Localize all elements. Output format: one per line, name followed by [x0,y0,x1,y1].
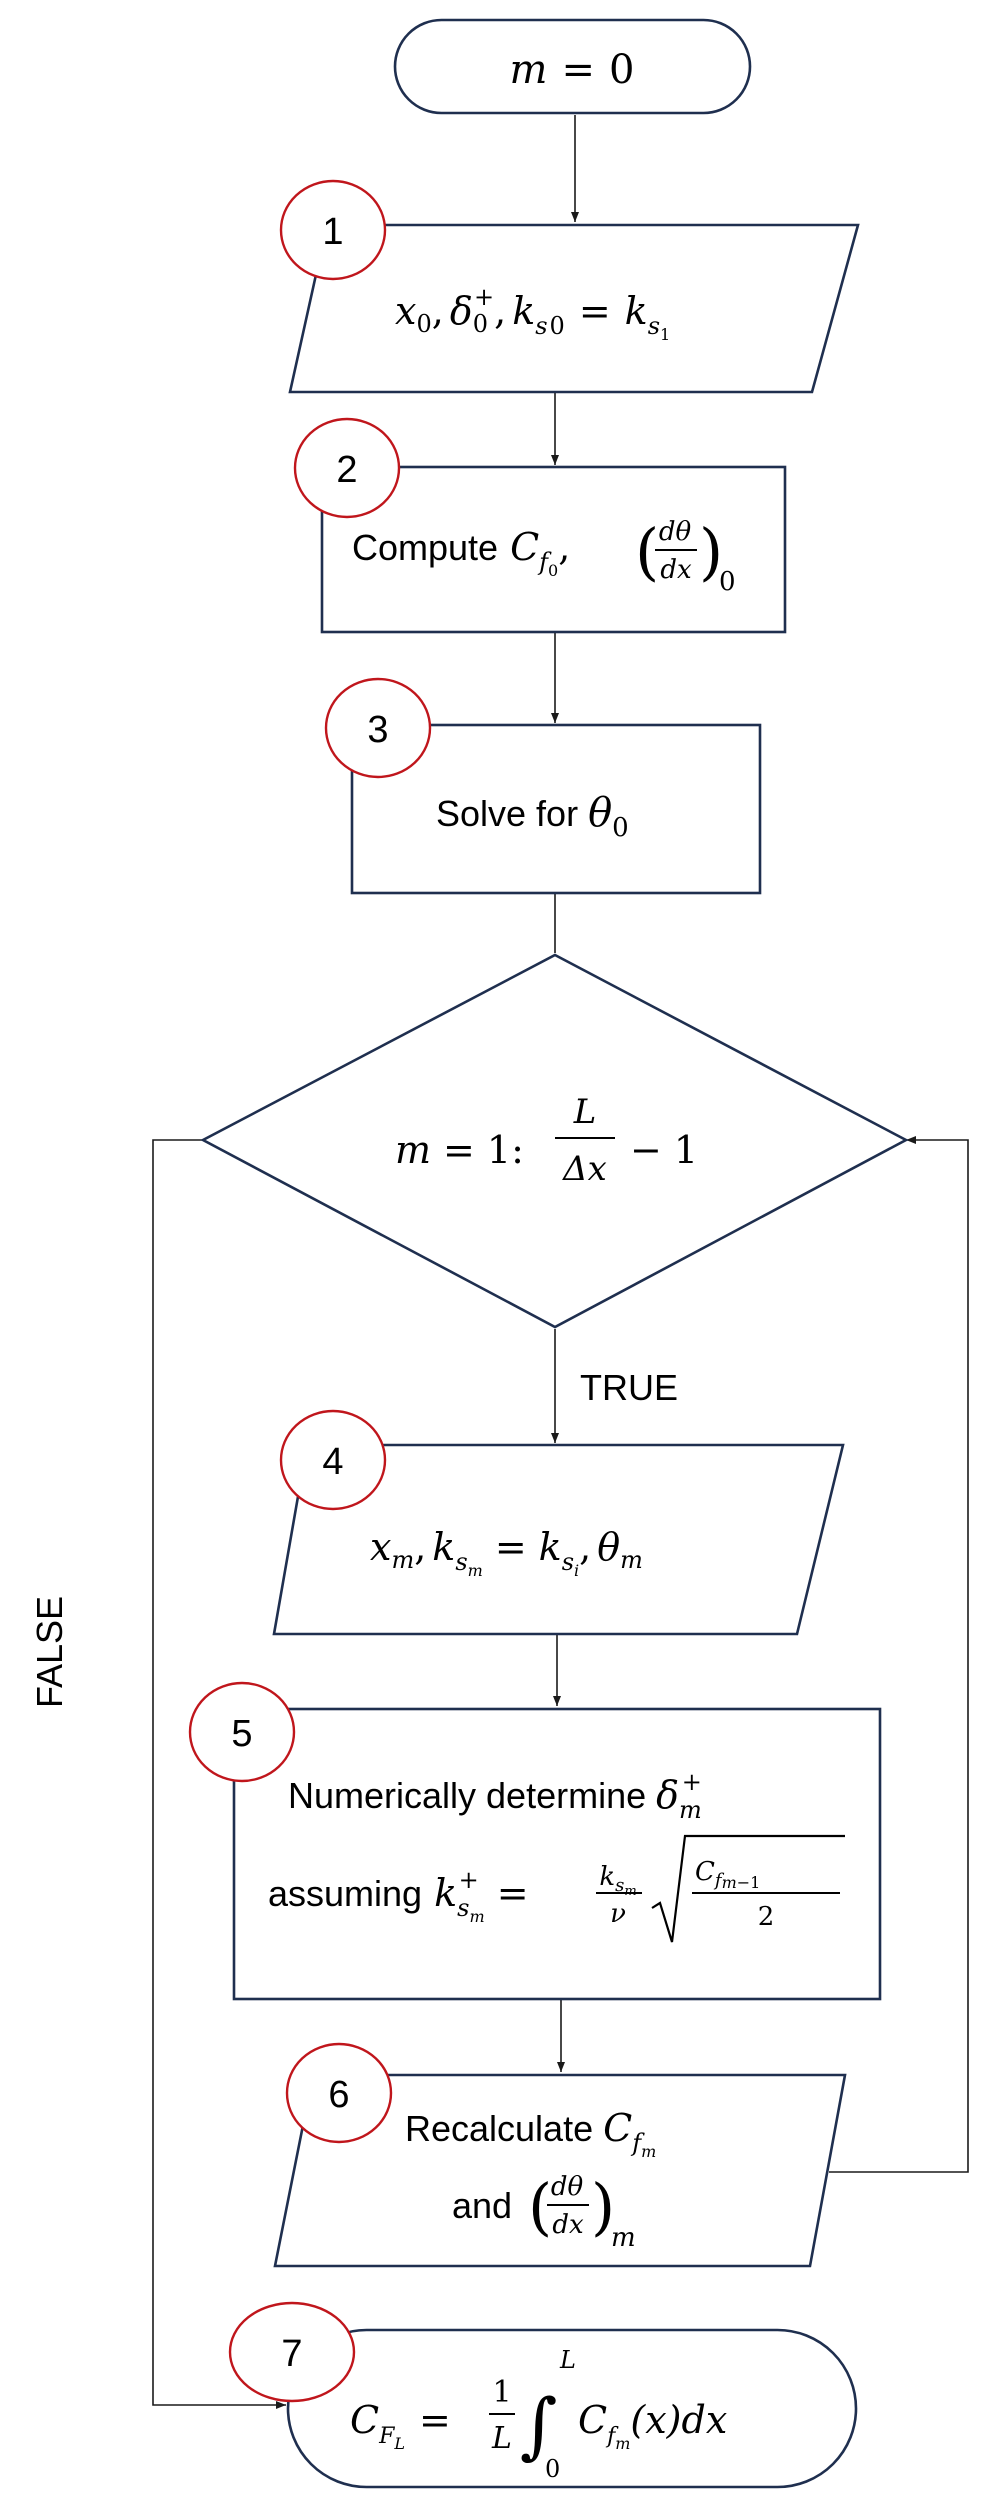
step2-subscript: 0 [719,567,736,597]
step6-dx: dx [552,2210,584,2240]
step5-badge: 5 [188,1681,296,1783]
step7-cf: CFL= [350,2398,451,2453]
loop-decision: m=1: L Δx −1 [200,953,909,1329]
step2-paren-right: ) [699,515,723,588]
step3-badge: 3 [324,677,432,779]
step7-shape [286,2328,858,2489]
start-equation: m=0 [510,47,635,93]
step7-number: 7 [281,2333,302,2375]
step6-badge: 6 [285,2042,393,2144]
step7-integrand: Cfm(x)dx [578,2398,727,2453]
step7-integral-sign: ∫ [520,2383,558,2467]
step5-ks: ksm [599,1862,636,1899]
step2-badge: 2 [293,417,401,519]
step7-circle [228,2301,356,2403]
step4-input: xm,ksm=ksi,θm [272,1443,845,1636]
step1-number: 1 [322,211,343,253]
step6-paren-left: ( [528,2170,552,2243]
step6-number: 6 [328,2074,349,2116]
step7-terminal: CFL= 1 L ∫ L 0 Cfm(x)dx [286,2328,858,2489]
false-label: FALSE [29,1596,70,1708]
decision-dx: Δx [561,1149,607,1189]
decision-L: L [573,1092,597,1132]
step4-equation: xm,ksm=ksi,θm [370,1525,643,1580]
step2-shape [320,465,787,634]
step6-paren-right: ) [591,2170,615,2243]
step4-number: 4 [322,1441,343,1483]
step4-badge: 4 [279,1409,387,1511]
step2-dtheta: dθ [659,517,692,547]
decision-equation: m=1: [395,1128,524,1172]
start-terminal-shape [393,18,752,115]
connectors [152,115,969,2409]
step1-badge: 1 [279,179,387,281]
step5-shape [232,1707,882,2001]
start-terminal: m=0 [393,18,752,115]
step2-number: 2 [336,449,357,491]
step6-subscript: m [611,2223,636,2253]
step1-shape [288,223,860,394]
step4-circle [279,1409,387,1511]
step4-shape [272,1443,845,1636]
false-branch-arrow [152,1139,286,2409]
step1-equation: x0,δ0+,ks0=ks1 [395,283,670,344]
step2-paren-left: ( [635,515,659,588]
step2-dx: dx [660,555,692,585]
step3-number: 3 [367,709,388,751]
step7-upper-limit: L [559,2346,576,2374]
step1-input: x0,δ0+,ks0=ks1 [288,223,860,394]
step7-badge: 7 [228,2301,356,2403]
step6-and: and [452,2185,512,2226]
step-number-badges: 1 2 3 4 5 6 7 [188,179,432,2403]
loop-back-arrow [829,1136,969,2173]
step5-two: 2 [758,1902,775,1932]
true-label: TRUE [580,1367,678,1408]
step6-dtheta: dθ [551,2172,584,2202]
step3-circle [324,677,432,779]
step5-cf: Cfm−1 [695,1857,760,1892]
step7-one: 1 [492,2375,511,2410]
step2-circle [293,417,401,519]
step5-sqrt [651,1834,845,1943]
step6-circle [285,2042,393,2144]
step5-circle [188,1681,296,1783]
step7-lower-limit: 0 [545,2455,560,2483]
decision-shape [200,953,909,1329]
step1-circle [279,179,387,281]
step5-nu: ν [610,1899,626,1929]
step5-number: 5 [231,1713,252,1755]
step7-L-denominator: L [491,2421,512,2456]
decision-minus-one: −1 [630,1128,698,1172]
step6-shape [273,2073,847,2268]
